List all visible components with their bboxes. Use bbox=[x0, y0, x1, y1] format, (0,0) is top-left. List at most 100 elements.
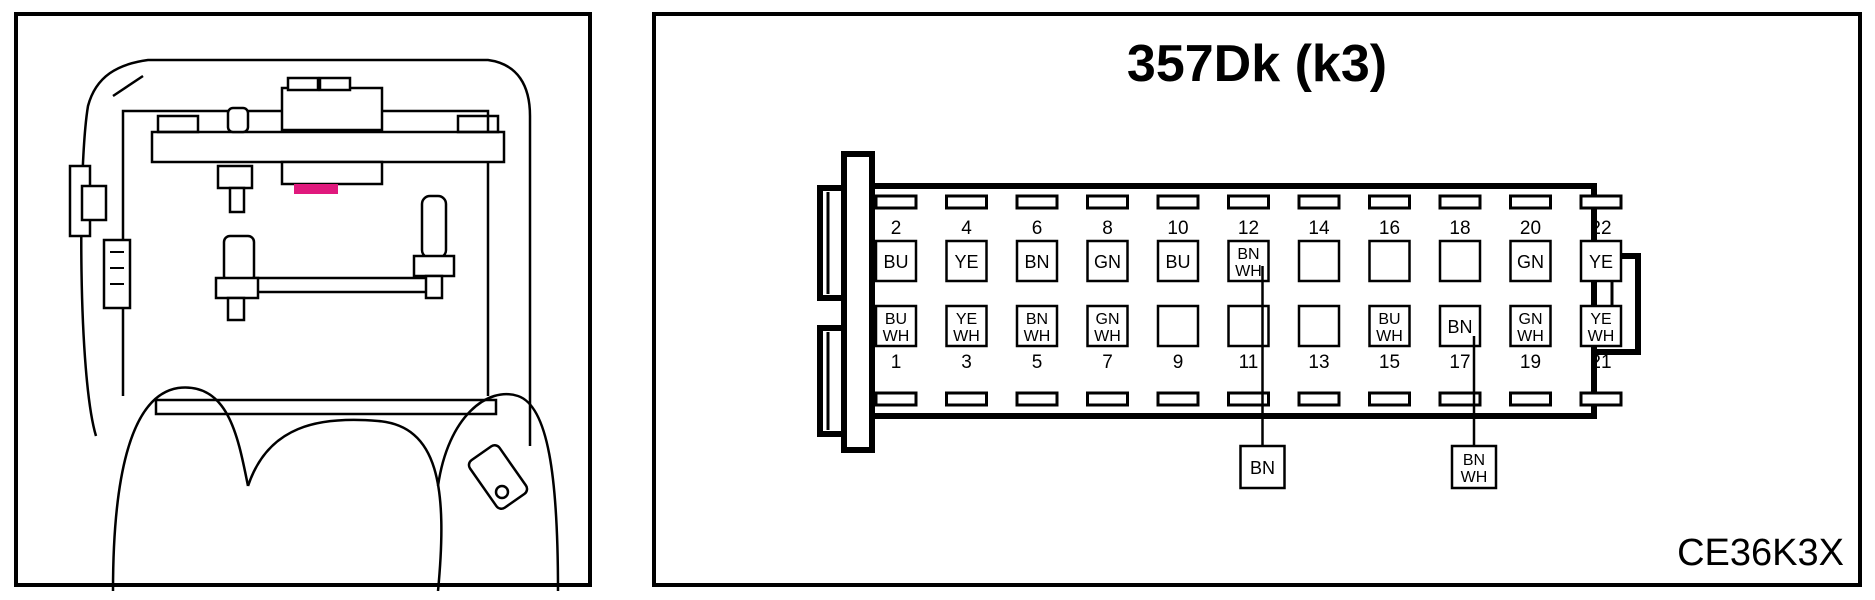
terminal-slot-top bbox=[1438, 194, 1482, 210]
wire-stripe-label: WH bbox=[1376, 328, 1403, 345]
terminal-slot-top bbox=[1156, 194, 1200, 210]
location-view-panel bbox=[14, 12, 592, 591]
connector-location-highlight bbox=[294, 184, 338, 194]
wire-stripe-label: WH bbox=[1024, 328, 1051, 345]
wire-color-label: BU bbox=[1165, 252, 1190, 272]
pin-wire-box bbox=[874, 304, 918, 348]
wire-color-label: BU bbox=[885, 311, 907, 328]
terminal-slot-top bbox=[1227, 194, 1270, 210]
pin-number: 5 bbox=[1032, 352, 1043, 373]
connector-left-flange bbox=[841, 151, 875, 453]
pin-9: 9 bbox=[1156, 304, 1200, 373]
callout-pin-11: BN bbox=[1239, 266, 1286, 490]
wire-color-label: GN bbox=[1519, 311, 1543, 328]
terminal-slot-bottom bbox=[1297, 391, 1341, 407]
wire-color-label: YE bbox=[956, 311, 977, 328]
wire-stripe-label: WH bbox=[1461, 469, 1488, 486]
terminal-slot-top bbox=[1086, 194, 1129, 210]
pin-number: 21 bbox=[1590, 352, 1611, 373]
pin-6: 6BN bbox=[1015, 218, 1059, 283]
side-switch bbox=[102, 238, 132, 310]
wire-stripe-label: WH bbox=[1588, 328, 1615, 345]
pin-wire-box bbox=[945, 304, 988, 348]
wire-color-label: BN bbox=[1026, 311, 1048, 328]
terminal-slot-bottom bbox=[1156, 391, 1200, 407]
diagram-code: CE36K3X bbox=[1677, 532, 1844, 574]
wire-stripe-label: WH bbox=[883, 328, 910, 345]
pin-16: 16 bbox=[1368, 218, 1411, 283]
lower-rail bbox=[154, 398, 498, 416]
pin-wire-box bbox=[1156, 304, 1200, 348]
terminal-slot-bottom bbox=[1579, 391, 1623, 407]
pin-13: 13 bbox=[1297, 304, 1341, 373]
wire-color-label: BN bbox=[1447, 317, 1472, 337]
terminal-slot-top bbox=[1579, 194, 1623, 210]
wire-color-label: GN bbox=[1517, 252, 1544, 272]
terminal-slot-bottom bbox=[945, 391, 988, 407]
pin-wire-box bbox=[1015, 304, 1059, 348]
pin-wire-box bbox=[1509, 239, 1552, 283]
terminal-slot-bottom bbox=[1086, 391, 1129, 407]
terminal-slot-bottom bbox=[1509, 391, 1552, 407]
pin-number: 4 bbox=[961, 218, 972, 239]
pin-number: 8 bbox=[1102, 218, 1113, 239]
wire-color-label: BN bbox=[1024, 252, 1049, 272]
pin-14: 14 bbox=[1297, 218, 1341, 283]
wire-color-label: YE bbox=[1590, 311, 1611, 328]
wire-stripe-label: WH bbox=[1094, 328, 1121, 345]
pin-number: 22 bbox=[1590, 218, 1611, 239]
wire-stripe-label: WH bbox=[1517, 328, 1544, 345]
pin-number: 16 bbox=[1379, 218, 1400, 239]
terminal-slot-top bbox=[1509, 194, 1552, 210]
pin-number: 13 bbox=[1308, 352, 1329, 373]
terminal-slot-top bbox=[1015, 194, 1059, 210]
terminal-slot-bottom bbox=[1015, 391, 1059, 407]
pin-number: 11 bbox=[1239, 352, 1259, 373]
pin-number: 12 bbox=[1238, 218, 1259, 239]
terminal-slot-top bbox=[1297, 194, 1341, 210]
pin-wire-box bbox=[1579, 304, 1623, 348]
pin-2: 2BU bbox=[874, 218, 918, 283]
wire-color-label: YE bbox=[1589, 252, 1613, 272]
terminal-slot-bottom bbox=[1368, 391, 1411, 407]
pin-wire-box bbox=[1579, 239, 1623, 283]
wire-color-label: YE bbox=[954, 252, 978, 272]
terminal-slot-bottom bbox=[1227, 391, 1270, 407]
connector-shell bbox=[872, 183, 1597, 419]
pin-number: 1 bbox=[891, 352, 902, 373]
pin-wire-box bbox=[1509, 304, 1552, 348]
callout-wire-box bbox=[1239, 444, 1286, 490]
terminal-slot-top bbox=[874, 194, 918, 210]
upper-rail bbox=[150, 130, 506, 164]
wire-color-label: BN bbox=[1237, 246, 1259, 263]
pin-number: 7 bbox=[1102, 352, 1113, 373]
callout-wire-box bbox=[1450, 444, 1498, 490]
wire-color-label: BN bbox=[1250, 458, 1275, 478]
pin-number: 19 bbox=[1520, 352, 1541, 373]
wire-color-label: BU bbox=[883, 252, 908, 272]
pin-number: 6 bbox=[1032, 218, 1043, 239]
pin-number: 17 bbox=[1449, 352, 1470, 373]
wire-color-label: BU bbox=[1378, 311, 1400, 328]
pin-wire-box bbox=[1438, 239, 1482, 283]
pin-wire-box bbox=[1368, 304, 1411, 348]
pin-number: 18 bbox=[1449, 218, 1470, 239]
pin-number: 10 bbox=[1167, 218, 1188, 239]
pin-number: 15 bbox=[1379, 352, 1400, 373]
control-module bbox=[280, 86, 384, 132]
terminal-slot-bottom bbox=[1438, 391, 1482, 407]
terminal-slot-top bbox=[945, 194, 988, 210]
housing-outline bbox=[80, 58, 532, 446]
pin-number: 14 bbox=[1308, 218, 1330, 239]
pin-wire-box bbox=[1368, 239, 1411, 283]
connector-title: 357Dk (k3) bbox=[1126, 35, 1388, 93]
terminal-slot-row bbox=[874, 194, 1623, 407]
